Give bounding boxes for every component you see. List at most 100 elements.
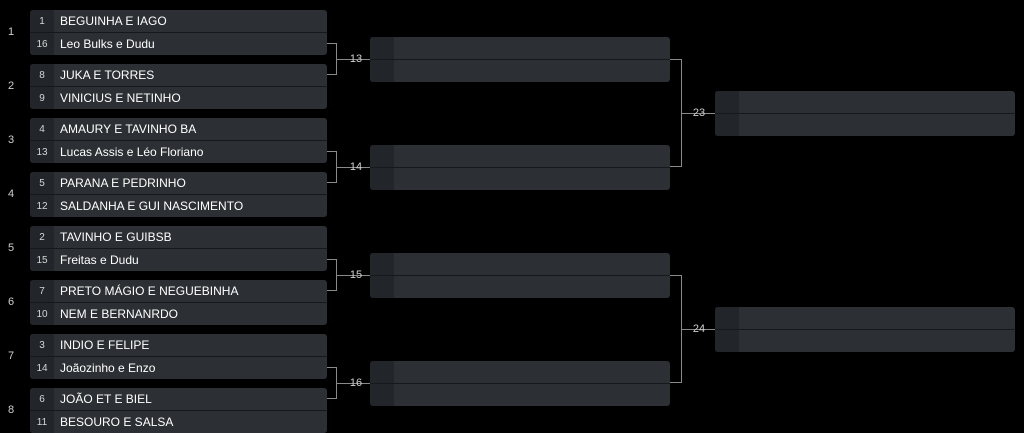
match-23[interactable] <box>715 91 1015 136</box>
team-name: Leo Bulks e Dudu <box>60 37 155 51</box>
seed-number: 16 <box>30 33 54 55</box>
team-name: PARANA E PEDRINHO <box>60 176 186 190</box>
team-slot-bottom[interactable] <box>370 60 670 82</box>
match-number-label: 2 <box>7 80 15 92</box>
bracket-connector-stub <box>682 329 715 330</box>
team-name: TAVINHO E GUIBSB <box>60 230 172 244</box>
match-4[interactable]: 5 PARANA E PEDRINHO 12 SALDANHA E GUI NASCI… <box>30 172 327 217</box>
team-slot-bottom[interactable] <box>370 168 670 190</box>
team-name: VINICIUS E NETINHO <box>60 91 181 105</box>
seed-number <box>715 114 739 136</box>
bracket-connector <box>670 59 682 167</box>
seed-number <box>370 384 394 406</box>
match-number-label: 16 <box>349 377 363 389</box>
team-slot-top[interactable] <box>715 307 1015 330</box>
team-slot-bottom[interactable] <box>370 384 670 406</box>
team-slot-bottom[interactable]: 10 NEM E BERNANRDO <box>30 303 327 325</box>
seed-number: 11 <box>30 411 54 433</box>
team-slot-bottom[interactable] <box>715 330 1015 352</box>
team-slot-bottom[interactable] <box>370 276 670 298</box>
match-1[interactable]: 1 BEGUINHA E IAGO 16 Leo Bulks e Dudu <box>30 10 327 55</box>
team-name: BEGUINHA E IAGO <box>60 14 167 28</box>
team-name: BESOURO E SALSA <box>60 415 174 429</box>
team-slot-top[interactable]: 5 PARANA E PEDRINHO <box>30 172 327 195</box>
seed-number: 12 <box>30 195 54 217</box>
match-24[interactable] <box>715 307 1015 352</box>
bracket-connector-stub <box>337 59 370 60</box>
team-slot-top[interactable] <box>370 253 670 276</box>
team-slot-bottom[interactable]: 13 Lucas Assis e Léo Floriano <box>30 141 327 163</box>
seed-number: 2 <box>30 226 54 248</box>
team-name: AMAURY E TAVINHO BA <box>60 122 197 136</box>
match-number-label: 1 <box>7 26 15 38</box>
match-3[interactable]: 4 AMAURY E TAVINHO BA 13 Lucas Assis e Léo … <box>30 118 327 163</box>
team-name: NEM E BERNANRDO <box>60 307 179 321</box>
team-slot-bottom[interactable]: 16 Leo Bulks e Dudu <box>30 33 327 55</box>
seed-number: 7 <box>30 280 54 302</box>
seed-number <box>370 60 394 82</box>
team-slot-top[interactable] <box>370 361 670 384</box>
team-name: JOÃO ET E BIEL <box>60 392 152 406</box>
seed-number: 4 <box>30 118 54 140</box>
match-16[interactable] <box>370 361 670 406</box>
seed-number: 14 <box>30 357 54 379</box>
team-slot-top[interactable] <box>370 37 670 60</box>
team-slot-bottom[interactable]: 9 VINICIUS E NETINHO <box>30 87 327 109</box>
seed-number <box>715 307 739 329</box>
team-slot-top[interactable]: 8 JUKA E TORRES <box>30 64 327 87</box>
bracket-connector-stub <box>337 383 370 384</box>
bracket-connector <box>670 275 682 383</box>
team-slot-top[interactable]: 3 INDIO E FELIPE <box>30 334 327 357</box>
match-15[interactable] <box>370 253 670 298</box>
team-slot-top[interactable]: 6 JOÃO ET E BIEL <box>30 388 327 411</box>
match-number-label: 6 <box>7 296 15 308</box>
seed-number <box>370 37 394 59</box>
bracket-connector <box>327 367 337 399</box>
seed-number <box>370 361 394 383</box>
seed-number <box>715 330 739 352</box>
match-number-label: 23 <box>692 107 706 119</box>
team-slot-top[interactable] <box>370 145 670 168</box>
team-slot-top[interactable]: 1 BEGUINHA E IAGO <box>30 10 327 33</box>
team-name: Freitas e Dudu <box>60 253 139 267</box>
match-number-label: 8 <box>7 404 15 416</box>
bracket-connector-stub <box>337 275 370 276</box>
match-number-label: 15 <box>349 269 363 281</box>
seed-number: 6 <box>30 388 54 410</box>
bracket-connector-stub <box>682 113 715 114</box>
match-8[interactable]: 6 JOÃO ET E BIEL 11 BESOURO E SALSA <box>30 388 327 433</box>
seed-number <box>370 276 394 298</box>
team-slot-top[interactable]: 4 AMAURY E TAVINHO BA <box>30 118 327 141</box>
seed-number: 13 <box>30 141 54 163</box>
match-2[interactable]: 8 JUKA E TORRES 9 VINICIUS E NETINHO <box>30 64 327 109</box>
team-name: SALDANHA E GUI NASCIMENTO <box>60 199 244 213</box>
team-slot-bottom[interactable]: 12 SALDANHA E GUI NASCIMENTO <box>30 195 327 217</box>
team-slot-top[interactable]: 2 TAVINHO E GUIBSB <box>30 226 327 249</box>
team-slot-bottom[interactable]: 11 BESOURO E SALSA <box>30 411 327 433</box>
seed-number <box>370 253 394 275</box>
team-name: JUKA E TORRES <box>60 68 155 82</box>
seed-number: 10 <box>30 303 54 325</box>
seed-number <box>370 168 394 190</box>
seed-number: 5 <box>30 172 54 194</box>
team-name: Lucas Assis e Léo Floriano <box>60 145 204 159</box>
seed-number: 3 <box>30 334 54 356</box>
bracket-connector <box>327 43 337 75</box>
team-name: INDIO E FELIPE <box>60 338 150 352</box>
match-14[interactable] <box>370 145 670 190</box>
match-number-label: 24 <box>692 323 706 335</box>
seed-number: 8 <box>30 64 54 86</box>
bracket-connector <box>327 151 337 183</box>
match-13[interactable] <box>370 37 670 82</box>
seed-number: 9 <box>30 87 54 109</box>
team-slot-top[interactable] <box>715 91 1015 114</box>
seed-number: 1 <box>30 10 54 32</box>
team-slot-bottom[interactable] <box>715 114 1015 136</box>
